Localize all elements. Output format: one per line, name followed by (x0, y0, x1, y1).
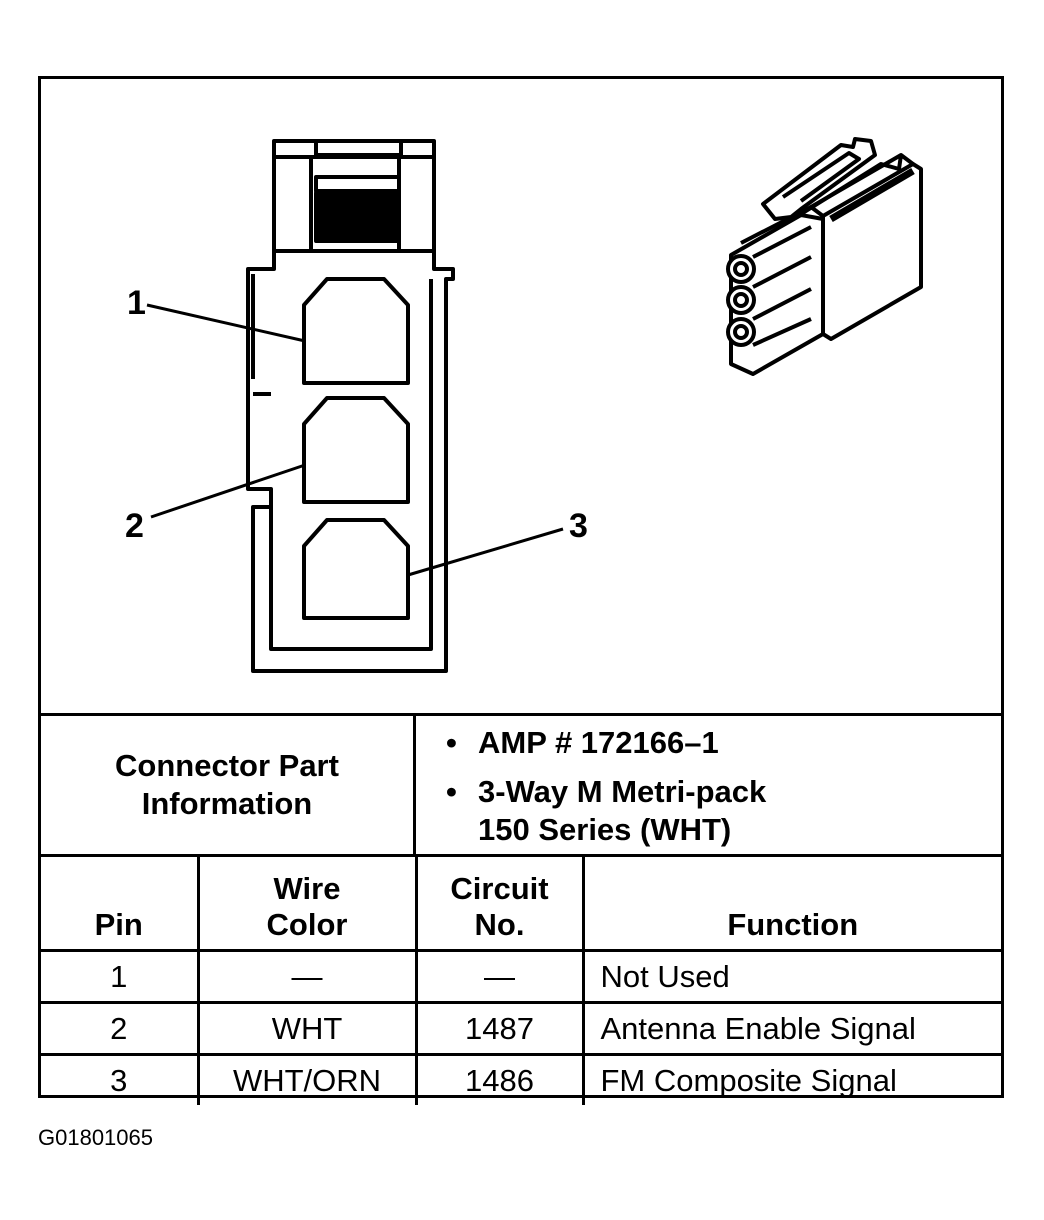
connector-body (246, 249, 455, 673)
header-wire-color-line-1: Wire (273, 871, 341, 906)
header-function: Function (581, 855, 1001, 952)
table-row: 2 WHT 1487 Antenna Enable Signal (41, 1001, 1001, 1056)
spec-connector-type-line-2: 150 Series (WHT) (478, 812, 732, 847)
connector-isometric (726, 137, 923, 376)
header-function-text: Function (727, 907, 859, 942)
connector-part-info: Connector Part Information • AMP # 17216… (41, 713, 1001, 854)
cell-pin: 3 (41, 1053, 200, 1105)
cell-wire-color: — (196, 949, 418, 1004)
pin-callout-1: 1 (127, 284, 146, 322)
connector-drawing: 1 2 3 (41, 79, 1001, 713)
spec-part-number-text: AMP # 172166–1 (478, 725, 719, 760)
pin-table-header: Pin Wire Color Circuit No. Function (41, 855, 1001, 952)
cell-function: FM Composite Signal (581, 1053, 1001, 1105)
pin-cavity-2 (302, 396, 410, 504)
pin-cavity-3 (302, 518, 410, 620)
cell-wire-color: WHT/ORN (196, 1053, 418, 1105)
cell-function: Not Used (581, 949, 1001, 1004)
cell-pin: 1 (41, 949, 200, 1004)
connector-info-label-line-2: Information (141, 786, 313, 821)
spec-connector-type-line-1: 3-Way M Metri-pack (478, 774, 767, 809)
connector-latch (272, 139, 436, 253)
table-row: 3 WHT/ORN 1486 FM Composite Signal (41, 1053, 1001, 1105)
header-pin-text: Pin (94, 907, 143, 942)
header-pin: Pin (41, 855, 200, 952)
header-wire-color: Wire Color (196, 855, 418, 952)
pin-callout-2: 2 (125, 507, 144, 545)
pin-callout-3: 3 (569, 507, 588, 545)
leader-line-3 (407, 527, 564, 577)
header-wire-color-line-2: Color (266, 907, 348, 942)
cell-wire-color: WHT (196, 1001, 418, 1056)
header-circuit-no: Circuit No. (414, 855, 585, 952)
connector-info-label: Connector Part Information (41, 716, 416, 854)
cell-circuit-no: — (414, 949, 585, 1004)
connector-info-label-line-1: Connector Part (115, 748, 339, 783)
spec-part-number: • AMP # 172166–1 (446, 724, 719, 762)
bullet-icon: • (446, 725, 457, 760)
bullet-icon: • (446, 774, 457, 809)
cell-circuit-no: 1486 (414, 1053, 585, 1105)
cell-function: Antenna Enable Signal (581, 1001, 1001, 1056)
pin-table: Pin Wire Color Circuit No. Function 1 — … (41, 854, 1001, 1105)
cell-circuit-no: 1487 (414, 1001, 585, 1056)
connector-info-specs: • AMP # 172166–1 • 3-Way M Metri-pack 15… (416, 716, 1001, 854)
figure-code: G01801065 (38, 1125, 153, 1150)
connector-illustration (146, 137, 923, 673)
header-circuit-no-line-1: Circuit (450, 871, 549, 906)
figure-frame: 1 2 3 Connector Part Information • AMP #… (38, 76, 1004, 1105)
spec-connector-type: • 3-Way M Metri-pack 150 Series (WHT) (446, 773, 767, 849)
header-circuit-no-line-2: No. (474, 907, 525, 942)
pin-cavity-1 (302, 277, 410, 385)
cell-pin: 2 (41, 1001, 200, 1056)
table-row: 1 — — Not Used (41, 949, 1001, 1004)
leader-line-1 (146, 303, 306, 343)
leader-line-2 (150, 463, 306, 519)
